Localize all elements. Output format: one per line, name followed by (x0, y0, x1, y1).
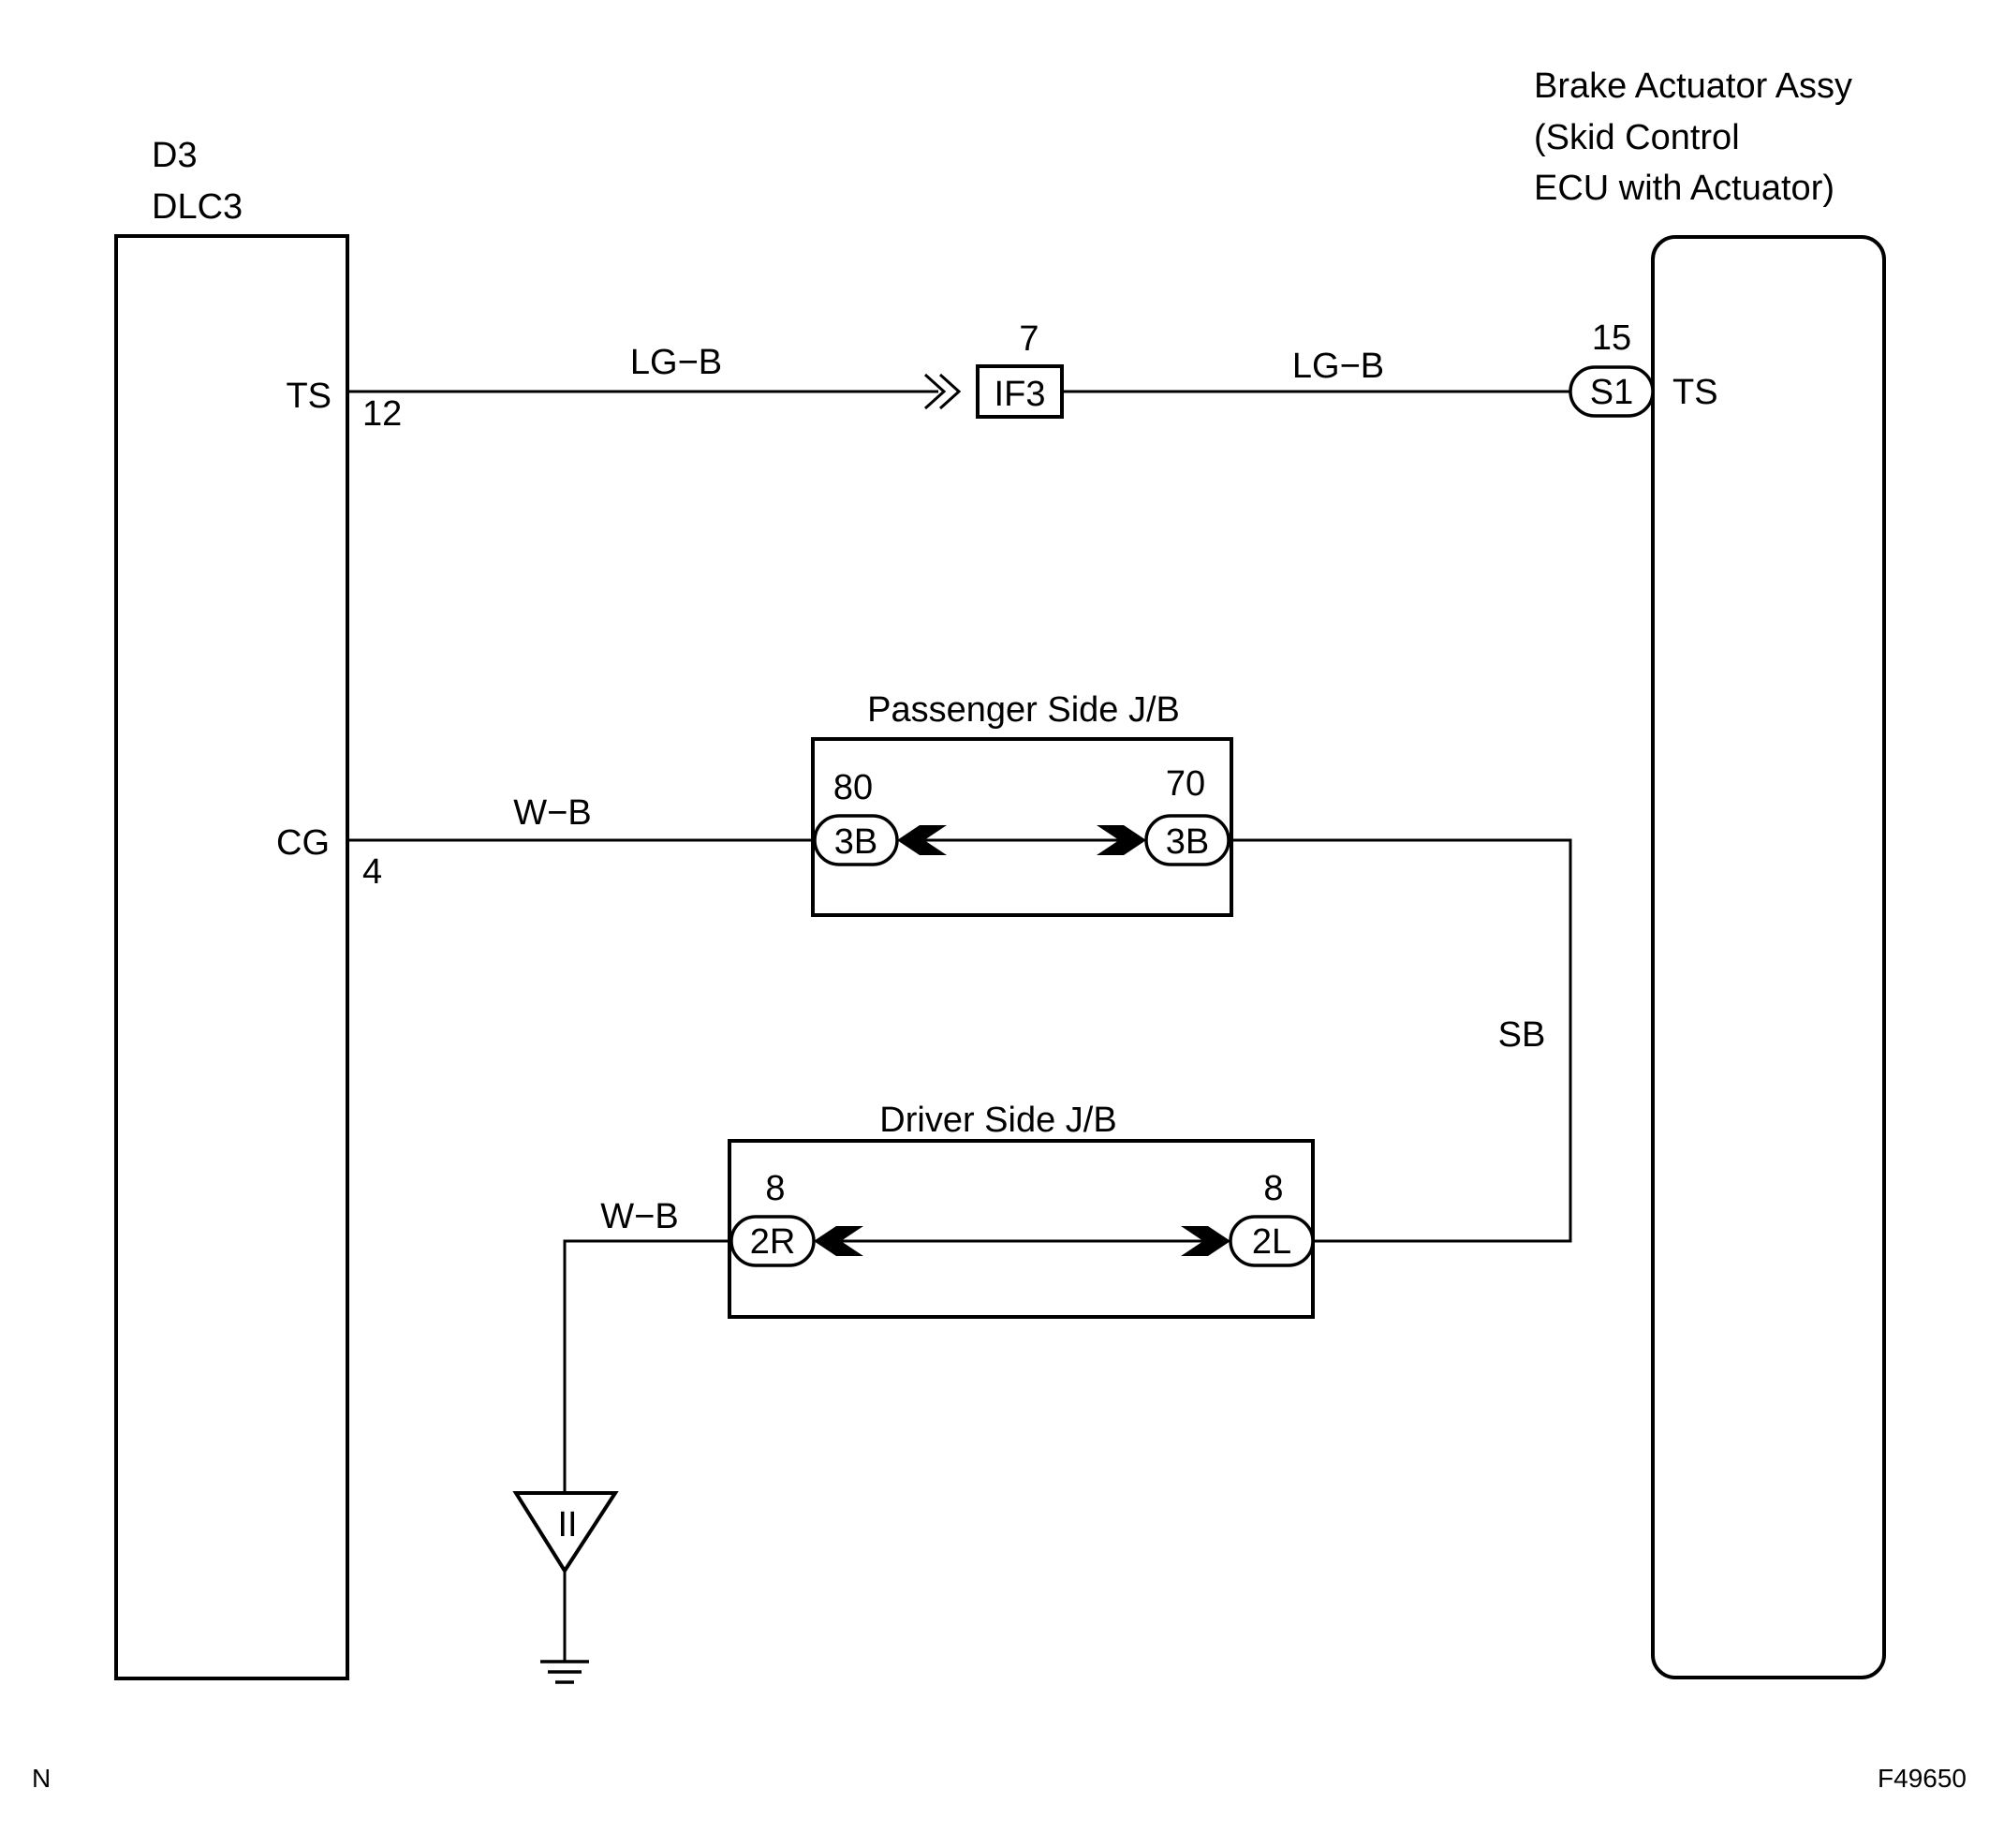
wire-ground-color: W−B (600, 1197, 678, 1236)
passenger-jb-connector-left-code: 3B (834, 822, 877, 862)
actuator-title-line2: (Skid Control (1534, 118, 1740, 157)
wire-ts-right-color: LG−B (1292, 347, 1384, 386)
driver-jb-connector-right-pin: 8 (1263, 1169, 1283, 1208)
dlc3-pin-cg-number: 4 (362, 852, 382, 892)
inline-connector-code: IF3 (994, 375, 1046, 414)
actuator-title-line3: ECU with Actuator) (1534, 169, 1834, 208)
actuator-title-line1: Brake Actuator Assy (1534, 67, 1852, 106)
wire-cg-color: W−B (513, 793, 591, 833)
passenger-jb-connector-left-pin: 80 (833, 768, 873, 807)
ground-point-code: II (557, 1505, 577, 1545)
footer-left-label: N (32, 1764, 51, 1793)
wire-ground (563, 1239, 731, 1493)
inline-connector-chevron-inner (938, 373, 962, 410)
dlc3-pin-ts-number: 12 (362, 394, 402, 434)
actuator-box (1651, 235, 1886, 1679)
inline-connector-pin: 7 (1019, 319, 1039, 359)
passenger-jb-right-arrow-icon (1097, 825, 1146, 855)
actuator-pin-number: 15 (1592, 318, 1631, 358)
driver-jb-right-arrow-icon (1181, 1226, 1230, 1256)
wire-sb-color: SB (1498, 1015, 1546, 1055)
driver-jb-title: Driver Side J/B (879, 1101, 1116, 1140)
actuator-pin-name: TS (1672, 373, 1718, 412)
driver-jb-left-arrow-icon (814, 1226, 863, 1256)
driver-jb-box (728, 1139, 1315, 1319)
figure-id: F49650 (1878, 1764, 1967, 1793)
dlc3-code: D3 (152, 136, 198, 175)
inline-connector-chevron-outer (923, 373, 947, 410)
actuator-connector-s1 (1569, 365, 1655, 418)
passenger-jb-connector-right-pin: 70 (1166, 764, 1205, 804)
actuator-connector-code: S1 (1590, 373, 1633, 412)
driver-jb-connector-right (1229, 1215, 1315, 1267)
ground-point-triangle-icon (512, 1491, 619, 1574)
dlc3-pin-cg-name: CG (276, 823, 330, 863)
driver-jb-connector-right-code: 2L (1252, 1222, 1291, 1262)
driver-jb-connector-left-code: 2R (750, 1222, 796, 1262)
dlc3-pin-ts-name: TS (286, 377, 332, 416)
wire-sb (1229, 838, 1572, 1243)
driver-jb-connector-left-pin: 8 (765, 1169, 785, 1208)
wire-ts-left-color: LG−B (630, 343, 722, 382)
passenger-jb-left-arrow-icon (897, 825, 947, 855)
passenger-jb-connector-right-code: 3B (1166, 822, 1209, 862)
ground-symbol-icon (540, 1660, 589, 1684)
passenger-jb-box (811, 737, 1233, 917)
passenger-jb-title: Passenger Side J/B (867, 690, 1180, 730)
dlc3-name: DLC3 (152, 187, 243, 227)
dlc3-box (114, 234, 349, 1680)
